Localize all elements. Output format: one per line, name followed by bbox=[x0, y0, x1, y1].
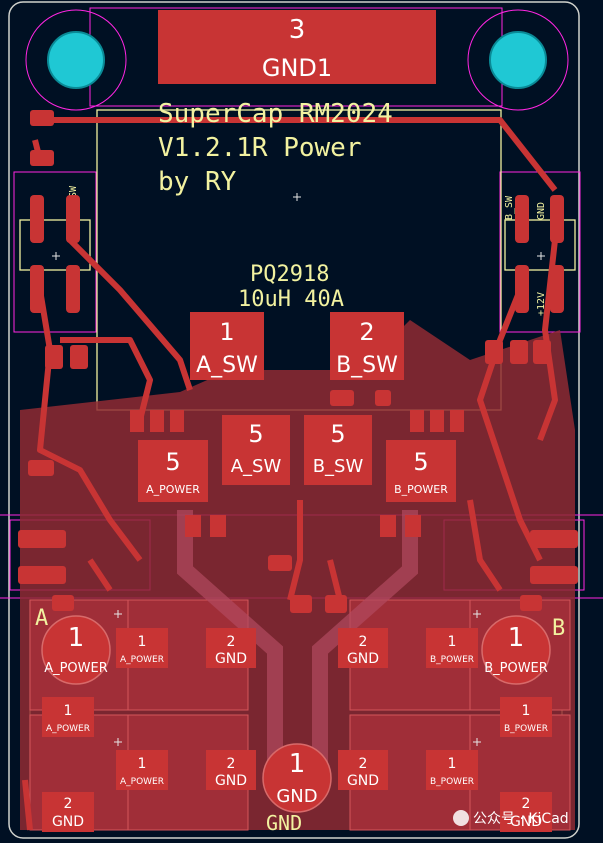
pad-b-sw-mid-name: B_SW bbox=[313, 456, 364, 477]
pad-gnd-s6-number: 2 bbox=[522, 796, 531, 812]
silk-title-line2: V1.2.1R Power bbox=[158, 133, 362, 163]
pad-a-sw-top: 1 A_SW bbox=[190, 312, 264, 380]
pad-b-sw-mid-number: 5 bbox=[330, 420, 345, 448]
pad-gnd-s4: 2 GND bbox=[338, 750, 388, 790]
pad-gnd-s5-number: 2 bbox=[64, 796, 73, 812]
pad-b-power-s3-number: 1 bbox=[448, 756, 457, 772]
pad-b-power-s1-number: 1 bbox=[448, 634, 457, 650]
pad-gnd-s5: 2 GND bbox=[42, 792, 94, 832]
pad-a-power-mid-name: A_POWER bbox=[146, 483, 200, 496]
pad-b-power-s1: 1 B_POWER bbox=[426, 628, 478, 668]
pad-gnd-s4-name: GND bbox=[347, 773, 379, 789]
silkscreen-text: SuperCap RM2024 V1.2.1R Power by RY PQ29… bbox=[35, 99, 565, 835]
silk-inductor-line2: 10uH 40A bbox=[238, 287, 344, 312]
pad-a-power-big-name: A_POWER bbox=[44, 661, 108, 676]
pad-b-power-s1-name: B_POWER bbox=[430, 655, 474, 665]
pad-gnd-big-number: 1 bbox=[289, 749, 306, 779]
pad-b-power-mid: 5 B_POWER bbox=[386, 440, 456, 502]
pad-gnd-big: 1 GND bbox=[262, 743, 332, 813]
pad-gnd-s1-name: GND bbox=[215, 651, 247, 667]
pad-b-power-s3: 1 B_POWER bbox=[426, 750, 478, 790]
silk-label-a: A bbox=[35, 606, 48, 631]
pad-a-power-mid-number: 5 bbox=[165, 448, 180, 476]
pad-a-power-s1: 1 A_POWER bbox=[116, 628, 168, 668]
pad-gnd-s1: 2 GND bbox=[206, 628, 256, 668]
pad-a-sw-mid: 5 A_SW bbox=[222, 415, 290, 485]
pad-gnd1-name: GND1 bbox=[262, 54, 332, 82]
pad-gnd-s6: 2 GND bbox=[500, 792, 552, 832]
plus-markers bbox=[52, 193, 545, 746]
pad-gnd-s3-name: GND bbox=[215, 773, 247, 789]
pad-a-power-s2-number: 1 bbox=[64, 703, 73, 719]
silk-title-line1: SuperCap RM2024 bbox=[158, 99, 393, 129]
pad-a-power-s3-name: A_POWER bbox=[120, 777, 164, 787]
pad-b-power-big-name: B_POWER bbox=[484, 661, 548, 676]
pad-gnd1-number: 3 bbox=[289, 15, 306, 45]
pad-b-power-mid-name: B_POWER bbox=[394, 483, 448, 496]
pad-b-power-s2-number: 1 bbox=[522, 703, 531, 719]
pad-a-sw-top-number: 1 bbox=[219, 318, 234, 346]
pad-b-power-s2: 1 B_POWER bbox=[500, 697, 552, 737]
pad-a-sw-top-name: A_SW bbox=[196, 353, 258, 378]
pad-b-sw-top: 2 B_SW bbox=[330, 312, 404, 380]
pad-b-power-big: 1 B_POWER bbox=[481, 615, 551, 685]
pad-a-power-s3-number: 1 bbox=[138, 756, 147, 772]
pad-a-power-big: 1 A_POWER bbox=[41, 615, 111, 685]
pad-b-power-s2-name: B_POWER bbox=[504, 724, 548, 734]
pad-b-sw-top-number: 2 bbox=[359, 318, 374, 346]
pad-a-power-big-number: 1 bbox=[68, 623, 85, 653]
pad-gnd-s2-number: 2 bbox=[359, 634, 368, 650]
pad-b-power-big-number: 1 bbox=[508, 623, 525, 653]
pad-gnd-s2: 2 GND bbox=[338, 628, 388, 668]
pad-gnd-s5-name: GND bbox=[52, 814, 84, 830]
connector-pads bbox=[18, 110, 578, 613]
silk-inductor-line1: PQ2918 bbox=[250, 262, 329, 287]
pad-a-sw-mid-number: 5 bbox=[248, 420, 263, 448]
pad-a-power-s1-name: A_POWER bbox=[120, 655, 164, 665]
pad-gnd-s1-number: 2 bbox=[227, 634, 236, 650]
pad-gnd-s2-name: GND bbox=[347, 651, 379, 667]
pad-gnd-s6-name: GND bbox=[510, 814, 542, 830]
silk-right-conn-a: B_SW bbox=[504, 195, 515, 220]
pad-a-sw-mid-name: A_SW bbox=[231, 456, 282, 477]
pad-gnd-s3: 2 GND bbox=[206, 750, 256, 790]
pad-gnd-s4-number: 2 bbox=[359, 756, 368, 772]
pad-b-power-mid-number: 5 bbox=[413, 448, 428, 476]
pad-gnd-big-name: GND bbox=[276, 786, 317, 807]
pad-a-power-mid: 5 A_POWER bbox=[138, 440, 208, 502]
pad-a-power-s1-number: 1 bbox=[138, 634, 147, 650]
silk-right-conn-c: +12V bbox=[536, 292, 547, 316]
board-outline bbox=[8, 1, 580, 839]
silk-right-conn-b: GND bbox=[536, 202, 547, 220]
mounting-holes bbox=[47, 31, 547, 89]
pad-a-power-s2-name: A_POWER bbox=[46, 724, 90, 734]
silk-title-line3: by RY bbox=[158, 167, 237, 197]
pad-gnd1: 3 GND1 bbox=[158, 10, 436, 84]
silk-bottom-gnd: GND bbox=[266, 811, 302, 835]
pad-b-sw-top-name: B_SW bbox=[336, 353, 398, 378]
pad-b-sw-mid: 5 B_SW bbox=[304, 415, 372, 485]
watermark: 公众号 · KiCad bbox=[453, 810, 569, 827]
silk-label-b: B bbox=[552, 616, 565, 641]
pad-b-power-s3-name: B_POWER bbox=[430, 777, 474, 787]
watermark-text: 公众号 · KiCad bbox=[473, 811, 569, 827]
pad-a-power-s2: 1 A_POWER bbox=[42, 697, 94, 737]
pad-a-power-s3: 1 A_POWER bbox=[116, 750, 168, 790]
pad-gnd-s3-number: 2 bbox=[227, 756, 236, 772]
